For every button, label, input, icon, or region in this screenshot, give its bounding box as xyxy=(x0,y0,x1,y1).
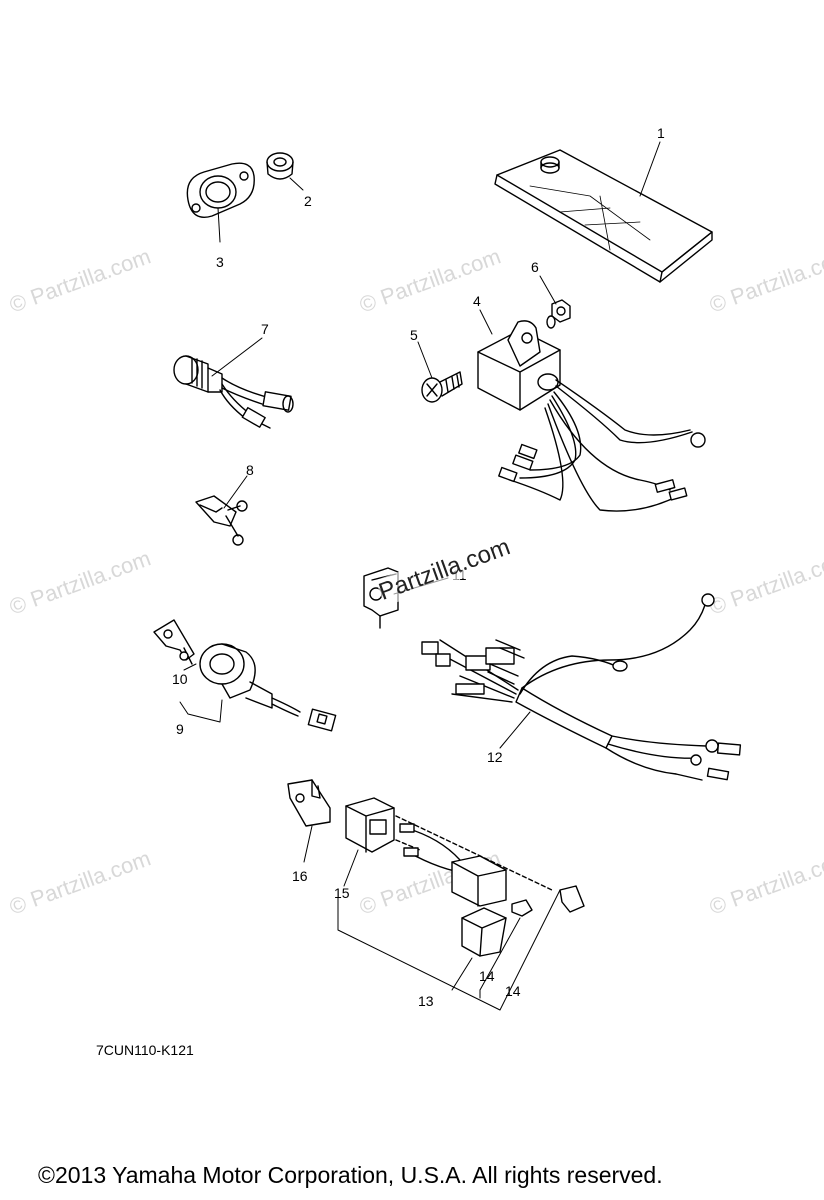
callout-4: 4 xyxy=(473,293,481,309)
part-cap xyxy=(345,797,395,853)
part-main-switch xyxy=(153,619,337,732)
callout-13: 13 xyxy=(418,993,434,1009)
copyright-notice: ©2013 Yamaha Motor Corporation, U.S.A. A… xyxy=(38,1162,663,1188)
part-stop-switch xyxy=(173,355,294,429)
part-grommet xyxy=(266,152,294,180)
callout-14b: 14 xyxy=(505,983,521,999)
part-fuse-holder xyxy=(395,815,585,957)
callout-9: 9 xyxy=(176,721,184,737)
callout-15: 15 xyxy=(334,885,350,901)
part-bolt xyxy=(421,371,463,403)
callout-5: 5 xyxy=(410,327,418,343)
part-nut xyxy=(546,299,571,329)
callout-16: 16 xyxy=(292,868,308,884)
callout-1: 1 xyxy=(657,125,665,141)
callout-14: 14 xyxy=(479,968,495,984)
part-cdi-leads xyxy=(498,379,706,512)
part-cover-pad xyxy=(494,149,713,283)
part-clip xyxy=(195,495,248,546)
callout-12: 12 xyxy=(487,749,503,765)
callout-numbers: 1 2 3 4 5 6 7 8 9 10 11 12 13 14 14 15 1… xyxy=(172,125,665,1009)
part-wire-harness xyxy=(421,593,742,781)
part-plate xyxy=(287,779,331,827)
diagram-code: 7CUN110-K121 xyxy=(96,1042,194,1058)
callout-6: 6 xyxy=(531,259,539,275)
part-cdi-unit xyxy=(477,320,561,411)
callout-8: 8 xyxy=(246,462,254,478)
callout-10: 10 xyxy=(172,671,188,687)
part-grommet-plate xyxy=(186,162,255,218)
callout-7: 7 xyxy=(261,321,269,337)
callout-3: 3 xyxy=(216,254,224,270)
callout-2: 2 xyxy=(304,193,312,209)
